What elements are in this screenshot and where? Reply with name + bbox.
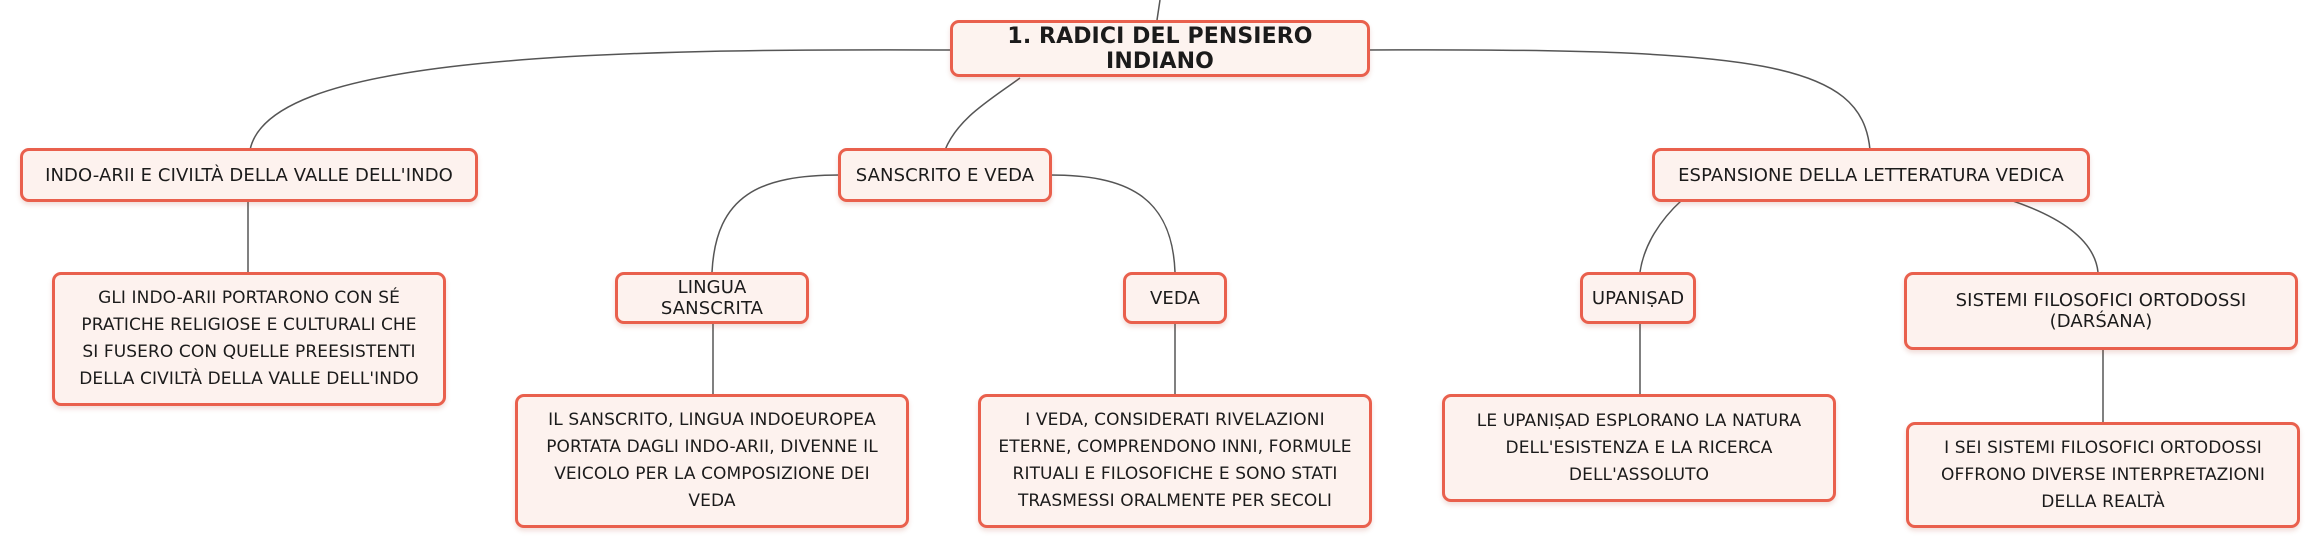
detail-sistemi-filosofici[interactable]: I SEI SISTEMI FILOSOFICI ORTODOSSI OFFRO… [1906, 422, 2300, 528]
detail-veda[interactable]: I VEDA, CONSIDERATI RIVELAZIONI ETERNE, … [978, 394, 1372, 528]
connector-root-incoming [1156, 0, 1161, 21]
root-label: 1. RADICI DEL PENSIERO INDIANO [1007, 23, 1313, 74]
connector-root-sanscrito [944, 77, 1021, 151]
branch-label: INDO-ARII E CIVILTÀ DELLA VALLE DELL'IND… [45, 164, 453, 186]
connector-espansione-sistemi [2009, 199, 2099, 273]
subnode-lingua-sanscrita[interactable]: LINGUA SANSCRITA [615, 272, 809, 324]
detail-text: LE UPANIṢAD ESPLORANO LA NATURA DELL'ESI… [1476, 410, 1802, 485]
detail-text: I SEI SISTEMI FILOSOFICI ORTODOSSI OFFRO… [1941, 437, 2265, 512]
branch-sanscrito-veda[interactable]: SANSCRITO E VEDA [838, 148, 1052, 202]
subnode-label: LINGUA SANSCRITA [660, 277, 764, 319]
detail-text: I VEDA, CONSIDERATI RIVELAZIONI ETERNE, … [998, 410, 1352, 511]
detail-indo-arii[interactable]: GLI INDO-ARII PORTARONO CON SÉ PRATICHE … [52, 272, 446, 406]
subnode-label: UPANIṢAD [1591, 287, 1685, 309]
root-node[interactable]: 1. RADICI DEL PENSIERO INDIANO [950, 20, 1370, 77]
subnode-label: VEDA [1150, 287, 1200, 309]
connector-sanscrito-veda [1049, 174, 1176, 273]
branch-indo-arii[interactable]: INDO-ARII E CIVILTÀ DELLA VALLE DELL'IND… [20, 148, 478, 202]
detail-lingua-sanscrita[interactable]: IL SANSCRITO, LINGUA INDOEUROPEA PORTATA… [515, 394, 909, 528]
subnode-veda[interactable]: VEDA [1123, 272, 1227, 324]
subnode-upanisad[interactable]: UPANIṢAD [1580, 272, 1696, 324]
connector-root-espansione [1365, 49, 1871, 151]
subnode-sistemi-filosofici[interactable]: SISTEMI FILOSOFICI ORTODOSSI (DARŚANA) [1904, 272, 2298, 350]
detail-text: GLI INDO-ARII PORTARONO CON SÉ PRATICHE … [79, 288, 419, 389]
detail-text: IL SANSCRITO, LINGUA INDOEUROPEA PORTATA… [546, 410, 878, 511]
connector-espansione-upanisad [1639, 199, 1683, 273]
connector-root-indoarii [249, 49, 956, 151]
branch-label: ESPANSIONE DELLA LETTERATURA VEDICA [1678, 164, 2064, 186]
branch-espansione-letteratura[interactable]: ESPANSIONE DELLA LETTERATURA VEDICA [1652, 148, 2090, 202]
detail-upanisad[interactable]: LE UPANIṢAD ESPLORANO LA NATURA DELL'ESI… [1442, 394, 1836, 502]
connector-sanscrito-lingua [711, 174, 841, 273]
subnode-label: SISTEMI FILOSOFICI ORTODOSSI (DARŚANA) [1955, 290, 2247, 332]
branch-label: SANSCRITO E VEDA [855, 164, 1035, 186]
